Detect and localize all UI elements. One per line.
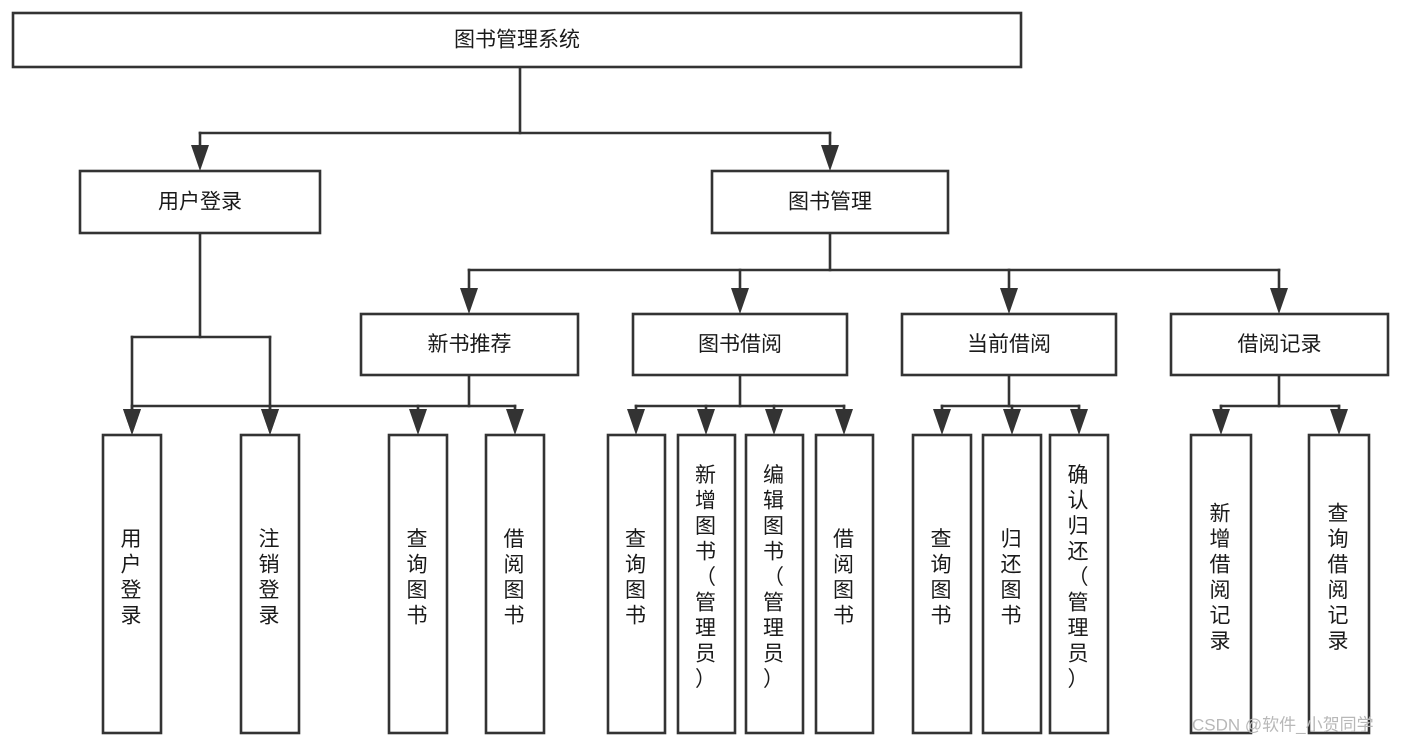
node-label: 查询图书 (931, 528, 954, 628)
node-root[interactable]: 图书管理系统 (11, 11, 1023, 69)
node-label: 借阅图书 (833, 528, 856, 628)
node-label: 新增借阅记录 (1210, 502, 1233, 653)
node-leaf-query-book-1[interactable]: 查询图书 (387, 433, 449, 735)
node-box[interactable] (911, 433, 973, 735)
node-box[interactable] (484, 433, 546, 735)
arrow-head-icon (1270, 288, 1288, 314)
node-box[interactable] (78, 169, 322, 235)
node-label: 归还图书 (1001, 528, 1024, 628)
connector-group-current-borrow-children (933, 373, 1088, 435)
node-leaf-borrow-book-1[interactable]: 借阅图书 (484, 433, 546, 735)
node-label: 查询图书 (407, 528, 430, 628)
node-boxes-layer: 图书管理系统用户登录图书管理新书推荐图书借阅当前借阅借阅记录用户登录注销登录查询… (11, 11, 1390, 735)
csdn-watermark: CSDN @软件_小贺同学 (1192, 715, 1374, 734)
arrow-head-icon (821, 145, 839, 171)
node-leaf-return-book[interactable]: 归还图书 (981, 433, 1043, 735)
connector-group-root-children (191, 65, 839, 171)
node-user-login[interactable]: 用户登录 (78, 169, 322, 235)
node-leaf-edit-book[interactable]: 编辑图书（管理员） (744, 433, 805, 735)
arrow-head-icon (506, 409, 524, 435)
arrow-head-icon (835, 409, 853, 435)
node-leaf-borrow-book-2[interactable]: 借阅图书 (814, 433, 875, 735)
connector-group-new-book-rec-children (123, 373, 524, 435)
node-box[interactable] (387, 433, 449, 735)
node-leaf-query-record[interactable]: 查询借阅记录 (1307, 433, 1371, 735)
node-leaf-query-book-2[interactable]: 查询图书 (606, 433, 667, 735)
node-leaf-query-book-3[interactable]: 查询图书 (911, 433, 973, 735)
node-box[interactable] (101, 433, 163, 735)
arrow-head-icon (627, 409, 645, 435)
node-label: 借阅记录 (1238, 333, 1322, 356)
node-box[interactable] (606, 433, 667, 735)
node-box[interactable] (631, 312, 849, 377)
arrow-head-icon (1212, 409, 1230, 435)
node-box[interactable] (1189, 433, 1253, 735)
connector-lines-layer (123, 65, 1348, 435)
node-label: 用户登录 (121, 528, 144, 628)
arrow-head-icon (460, 288, 478, 314)
node-label: 新书推荐 (428, 333, 512, 356)
node-label: 注销登录 (259, 528, 282, 628)
connector-group-book-borrow-children (627, 373, 853, 435)
node-box[interactable] (710, 169, 950, 235)
node-box[interactable] (1048, 433, 1110, 735)
node-label: 图书管理 (788, 191, 872, 214)
connector-group-book-manage-children (460, 231, 1288, 314)
node-book-borrow[interactable]: 图书借阅 (631, 312, 849, 377)
node-label: 新增图书（管理员） (695, 464, 718, 691)
node-label: 确认归还（管理员） (1068, 464, 1091, 691)
node-book-manage[interactable]: 图书管理 (710, 169, 950, 235)
node-leaf-add-record[interactable]: 新增借阅记录 (1189, 433, 1253, 735)
node-leaf-logout[interactable]: 注销登录 (239, 433, 301, 735)
node-box[interactable] (814, 433, 875, 735)
node-leaf-add-book[interactable]: 新增图书（管理员） (676, 433, 737, 735)
node-current-borrow[interactable]: 当前借阅 (900, 312, 1118, 377)
arrow-head-icon (409, 409, 427, 435)
node-box[interactable] (900, 312, 1118, 377)
arrow-head-icon (1330, 409, 1348, 435)
arrow-head-icon (1003, 409, 1021, 435)
node-label: 查询借阅记录 (1328, 502, 1351, 653)
node-box[interactable] (744, 433, 805, 735)
node-box[interactable] (359, 312, 580, 377)
arrow-head-icon (731, 288, 749, 314)
node-label: 编辑图书（管理员） (763, 464, 786, 691)
arrow-head-icon (933, 409, 951, 435)
node-leaf-user-login[interactable]: 用户登录 (101, 433, 163, 735)
node-box[interactable] (11, 11, 1023, 69)
node-label: 当前借阅 (967, 333, 1051, 356)
node-box[interactable] (1307, 433, 1371, 735)
arrow-head-icon (697, 409, 715, 435)
arrow-head-icon (765, 409, 783, 435)
node-label: 查询图书 (625, 528, 648, 628)
node-borrow-record[interactable]: 借阅记录 (1169, 312, 1390, 377)
node-label: 图书管理系统 (454, 29, 580, 52)
arrow-head-icon (191, 145, 209, 171)
connector-group-borrow-record-children (1212, 373, 1348, 435)
node-label: 用户登录 (158, 191, 242, 214)
arrow-head-icon (1000, 288, 1018, 314)
node-new-book-rec[interactable]: 新书推荐 (359, 312, 580, 377)
node-box[interactable] (981, 433, 1043, 735)
node-label: 图书借阅 (698, 333, 782, 356)
node-box[interactable] (1169, 312, 1390, 377)
arrow-head-icon (123, 409, 141, 435)
arrow-head-icon (261, 409, 279, 435)
node-box[interactable] (676, 433, 737, 735)
node-leaf-confirm-return[interactable]: 确认归还（管理员） (1048, 433, 1110, 735)
node-label: 借阅图书 (504, 528, 527, 628)
node-box[interactable] (239, 433, 301, 735)
arrow-head-icon (1070, 409, 1088, 435)
